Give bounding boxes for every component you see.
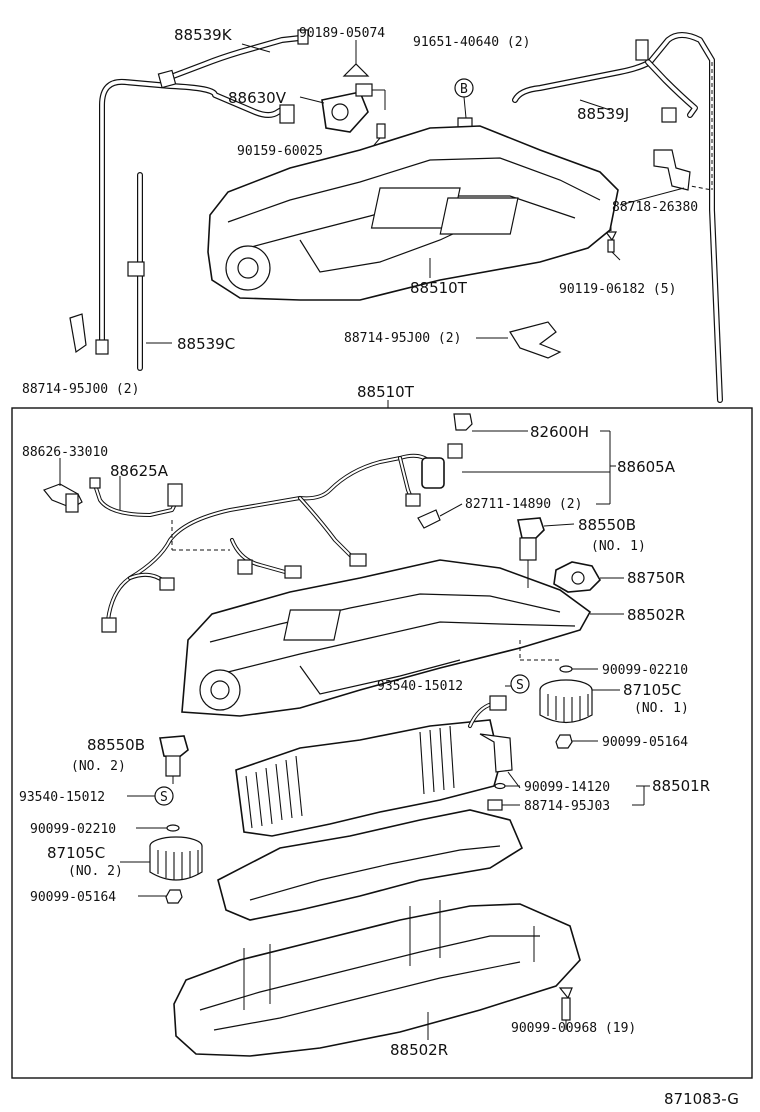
lead-88539k: [241, 43, 271, 53]
nut-no1: [555, 734, 598, 749]
blower-87105c-no2: [120, 836, 203, 881]
harness-88605a: [101, 443, 463, 633]
clamp-left: [69, 313, 87, 354]
oring-no2: [136, 824, 180, 832]
unit-88502r-upper: [181, 559, 592, 717]
b-clip: [454, 78, 474, 129]
label-82711: 82711-14890 (2): [465, 497, 582, 512]
label-servo-no2-sub: (NO. 2): [71, 759, 126, 774]
s-mark-left-text: S: [160, 790, 168, 805]
clamp-mid: [476, 321, 562, 359]
label-90099-00968: 90099-00968 (19): [511, 1021, 636, 1036]
label-88718: 88718-26380: [612, 200, 698, 215]
evaporator-leaders: [487, 771, 650, 811]
lead-screw: [611, 251, 621, 261]
s-mark-top: [505, 674, 530, 694]
harness-88625a: [89, 476, 230, 551]
label-93540-left: 93540-15012: [19, 790, 105, 805]
hose-88539j: [512, 32, 723, 403]
b-mark: B: [460, 82, 468, 97]
case-88502r-lower: [173, 809, 581, 1057]
clip-90189: [342, 40, 370, 77]
label-nut-no1: 90099-05164: [602, 735, 688, 750]
bracket-88605a: [462, 430, 616, 505]
label-88625a: 88625A: [110, 462, 169, 480]
label-servo-no1: 88550B: [578, 516, 636, 534]
sensor-88626: [43, 458, 83, 513]
label-88501r: 88501R: [652, 777, 710, 795]
resistor-88750r: [553, 561, 624, 593]
clip-82711: [417, 503, 463, 529]
label-88714-95j03: 88714-95J03: [524, 799, 610, 814]
blower-87105c-no1: [539, 679, 620, 724]
label-blower-no1: 87105C: [623, 681, 681, 699]
label-servo-no2: 88550B: [87, 736, 145, 754]
evaporator-88501r: [235, 695, 513, 837]
s-mark-left: [127, 786, 174, 806]
screw-90099-00968: [558, 987, 573, 1030]
figure-code: 871083-G: [664, 1090, 739, 1108]
vsv-88630v: [299, 83, 386, 133]
label-88750r: 88750R: [627, 569, 685, 587]
label-oring-no1: 90099-02210: [602, 663, 688, 678]
label-clamp-left: 88714-95J00 (2): [22, 382, 139, 397]
label-88539j: 88539J: [577, 105, 629, 123]
servo-88550b-no1: [517, 517, 575, 588]
lead-bracket: [619, 187, 685, 206]
connector-82600h: [453, 413, 528, 432]
oring-no1: [559, 665, 598, 673]
label-blower-no1-sub: (NO. 1): [634, 701, 689, 716]
label-clamp-mid: 88714-95J00 (2): [344, 331, 461, 346]
label-blower-no2-sub: (NO. 2): [68, 864, 123, 879]
label-91651: 91651-40640 (2): [413, 35, 530, 50]
label-88539k: 88539K: [174, 26, 233, 44]
label-90189: 90189-05074: [299, 26, 385, 41]
label-82600h: 82600H: [530, 423, 589, 441]
bracket-88718: [653, 149, 691, 191]
label-88630v: 88630V: [228, 89, 287, 107]
s-mark-top-text: S: [516, 678, 524, 693]
label-servo-no1-sub: (NO. 1): [591, 539, 646, 554]
hose-88539c: [127, 172, 172, 371]
label-88605a: 88605A: [617, 458, 676, 476]
box-title: 88510T: [357, 383, 415, 401]
nut-no2: [138, 889, 183, 904]
label-90119: 90119-06182 (5): [559, 282, 676, 297]
label-90099-14120: 90099-14120: [524, 780, 610, 795]
label-90159: 90159-60025: [237, 144, 323, 159]
label-oring-no2: 90099-02210: [30, 822, 116, 837]
label-88626: 88626-33010: [22, 445, 108, 460]
label-88502r-top: 88502R: [627, 606, 685, 624]
label-blower-no2: 87105C: [47, 844, 105, 862]
unit-88510t-top: [207, 125, 619, 301]
label-88539c: 88539C: [177, 335, 235, 353]
servo-88550b-no2: [159, 735, 189, 784]
label-88502r-bottom: 88502R: [390, 1041, 448, 1059]
label-88510t-top: 88510T: [410, 279, 468, 297]
lead-88539j: [579, 99, 611, 111]
label-nut-no2: 90099-05164: [30, 890, 116, 905]
hose-88539k: [95, 29, 309, 355]
assembly-frame: [11, 407, 753, 1079]
label-93540-top: 93540-15012: [377, 679, 463, 694]
